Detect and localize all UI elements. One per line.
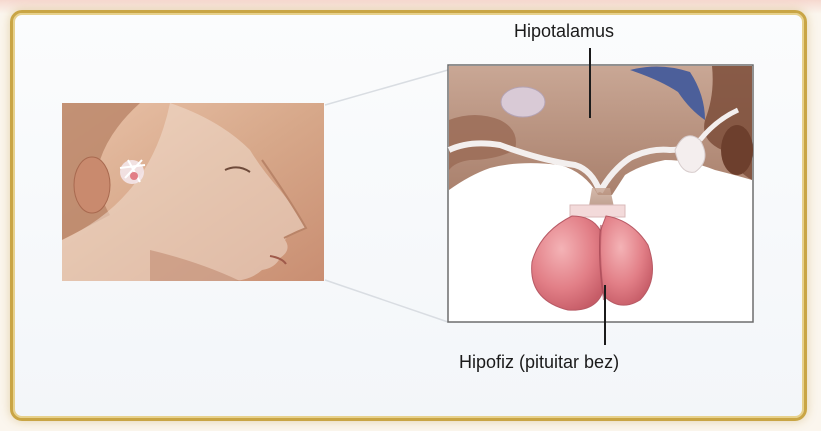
hipotalamus-label: Hipotalamus (514, 21, 614, 42)
head-profile-illustration (62, 103, 324, 281)
zoom-connector-bottom (325, 280, 448, 322)
pituitary-gland-illustration (448, 65, 753, 322)
zoom-connector-top (325, 70, 448, 105)
hipofiz-label: Hipofiz (pituitar bez) (459, 352, 619, 373)
